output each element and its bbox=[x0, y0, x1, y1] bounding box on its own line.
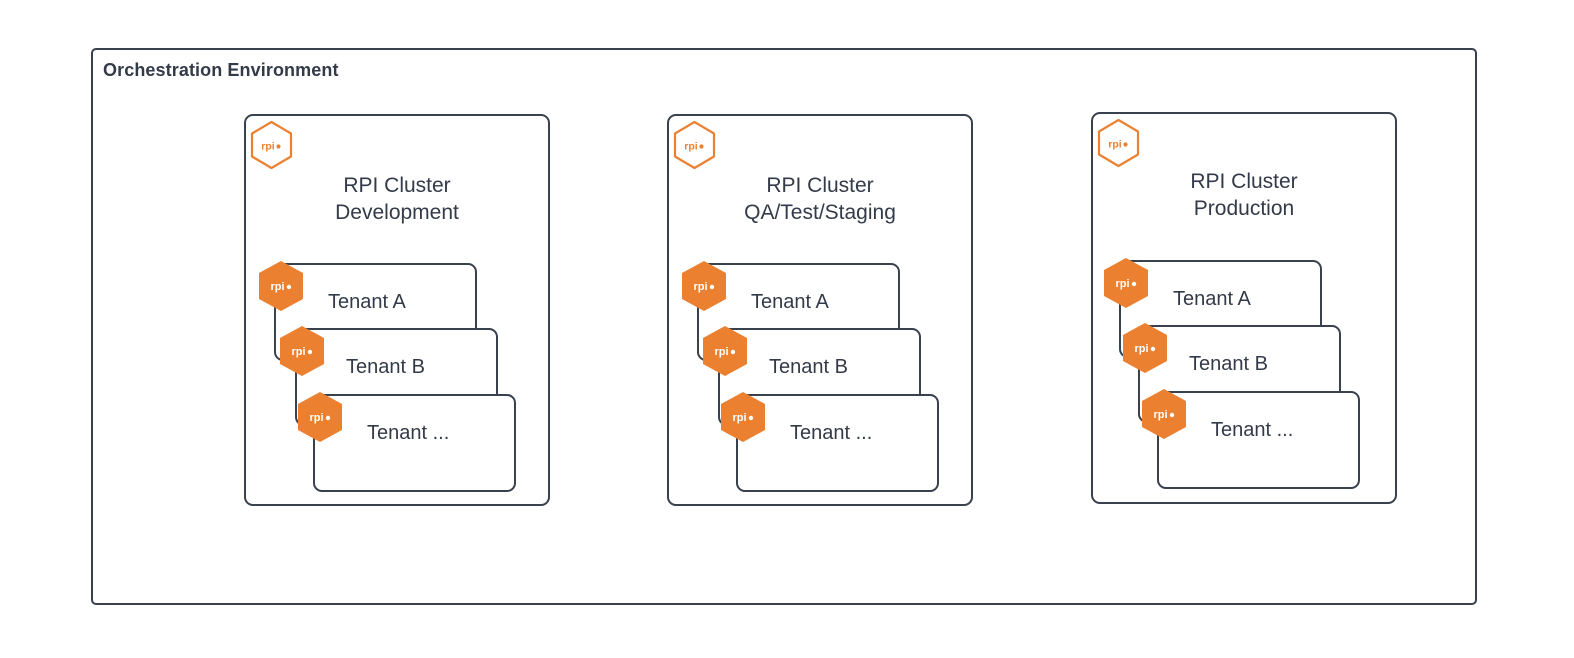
tenant-label: Tenant B bbox=[1189, 353, 1268, 375]
tenant-label: Tenant B bbox=[346, 356, 425, 378]
rpi-hexagon-logo-icon: rpi bbox=[673, 120, 716, 170]
tenant-card[interactable]: rpi Tenant ... bbox=[721, 392, 939, 492]
cluster-qa-test-staging[interactable]: rpi RPI Cluster QA/Test/Staging rpi Tena… bbox=[667, 114, 973, 506]
tenant-label: Tenant B bbox=[769, 356, 848, 378]
svg-text:rpi: rpi bbox=[1134, 343, 1148, 355]
svg-text:rpi: rpi bbox=[291, 346, 305, 358]
svg-text:rpi: rpi bbox=[714, 346, 728, 358]
rpi-hexagon-logo-icon: rpi bbox=[259, 261, 303, 311]
rpi-hexagon-logo-icon: rpi bbox=[1104, 258, 1148, 308]
cluster-title-qa-test-staging: RPI Cluster QA/Test/Staging bbox=[744, 174, 896, 224]
rpi-hexagon-logo-icon: rpi bbox=[682, 261, 726, 311]
cluster-production[interactable]: rpi RPI Cluster Production rpi Tenant A … bbox=[1091, 112, 1397, 504]
tenant-label: Tenant A bbox=[1173, 288, 1251, 310]
tenant-label: Tenant ... bbox=[367, 422, 450, 444]
cluster-title-development: RPI Cluster Development bbox=[335, 174, 459, 224]
svg-text:rpi: rpi bbox=[732, 412, 746, 424]
tenant-label: Tenant A bbox=[751, 291, 829, 313]
cluster-title-production: RPI Cluster Production bbox=[1190, 170, 1298, 220]
svg-text:rpi: rpi bbox=[261, 141, 275, 153]
rpi-hexagon-logo-icon: rpi bbox=[1097, 118, 1140, 168]
tenant-card[interactable]: rpi Tenant ... bbox=[298, 392, 516, 492]
rpi-hexagon-logo-icon: rpi bbox=[298, 392, 342, 442]
rpi-hexagon-logo-icon: rpi bbox=[1142, 389, 1186, 439]
rpi-hexagon-logo-icon: rpi bbox=[280, 326, 324, 376]
svg-text:rpi: rpi bbox=[1115, 278, 1129, 290]
cluster-development[interactable]: rpi RPI Cluster Development rpi Tenant A… bbox=[244, 114, 550, 506]
orchestration-environment-title: Orchestration Environment bbox=[103, 60, 339, 80]
svg-text:rpi: rpi bbox=[684, 141, 698, 153]
svg-text:rpi: rpi bbox=[309, 412, 323, 424]
rpi-hexagon-logo-icon: rpi bbox=[1123, 323, 1167, 373]
svg-text:rpi: rpi bbox=[1108, 139, 1122, 151]
svg-text:rpi: rpi bbox=[270, 281, 284, 293]
tenant-label: Tenant A bbox=[328, 291, 406, 313]
svg-text:rpi: rpi bbox=[1153, 409, 1167, 421]
rpi-hexagon-logo-icon: rpi bbox=[703, 326, 747, 376]
rpi-hexagon-logo-icon: rpi bbox=[721, 392, 765, 442]
tenant-card[interactable]: rpi Tenant ... bbox=[1142, 389, 1360, 489]
svg-text:rpi: rpi bbox=[693, 281, 707, 293]
tenant-label: Tenant ... bbox=[790, 422, 873, 444]
tenant-label: Tenant ... bbox=[1211, 419, 1294, 441]
rpi-hexagon-logo-icon: rpi bbox=[250, 120, 293, 170]
